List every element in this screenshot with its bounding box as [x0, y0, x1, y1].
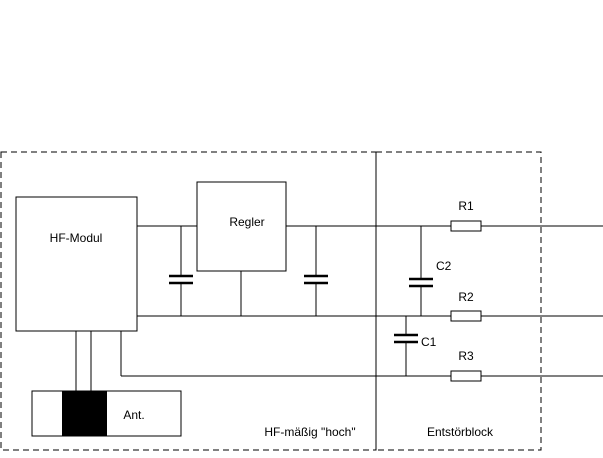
r3-label: R3 — [458, 349, 474, 363]
capacitor-c2 — [409, 226, 433, 316]
zone-entstoer-boundary — [375, 151, 542, 451]
capacitor-output — [304, 226, 328, 316]
capacitor-input — [169, 226, 193, 316]
regler-block — [196, 181, 287, 272]
hf-modul-block — [15, 196, 138, 332]
hf-modul-label: HF-Modul — [50, 231, 103, 245]
zone-entstoer-label: Entstörblock — [427, 425, 494, 439]
regler-label: Regler — [229, 215, 264, 229]
antenna-core — [62, 391, 107, 436]
antenna-label: Ant. — [123, 408, 144, 422]
capacitor-c1 — [394, 316, 418, 376]
r2-label: R2 — [458, 290, 474, 304]
r1-label: R1 — [458, 199, 474, 213]
c2-label: C2 — [436, 259, 452, 273]
resistor-r1 — [450, 220, 482, 232]
c1-label: C1 — [421, 335, 437, 349]
resistor-r2 — [450, 310, 482, 322]
zone-hf-label: HF-mäßig "hoch" — [264, 425, 355, 439]
zone-hf-boundary — [0, 151, 377, 451]
resistor-r3 — [450, 370, 482, 382]
